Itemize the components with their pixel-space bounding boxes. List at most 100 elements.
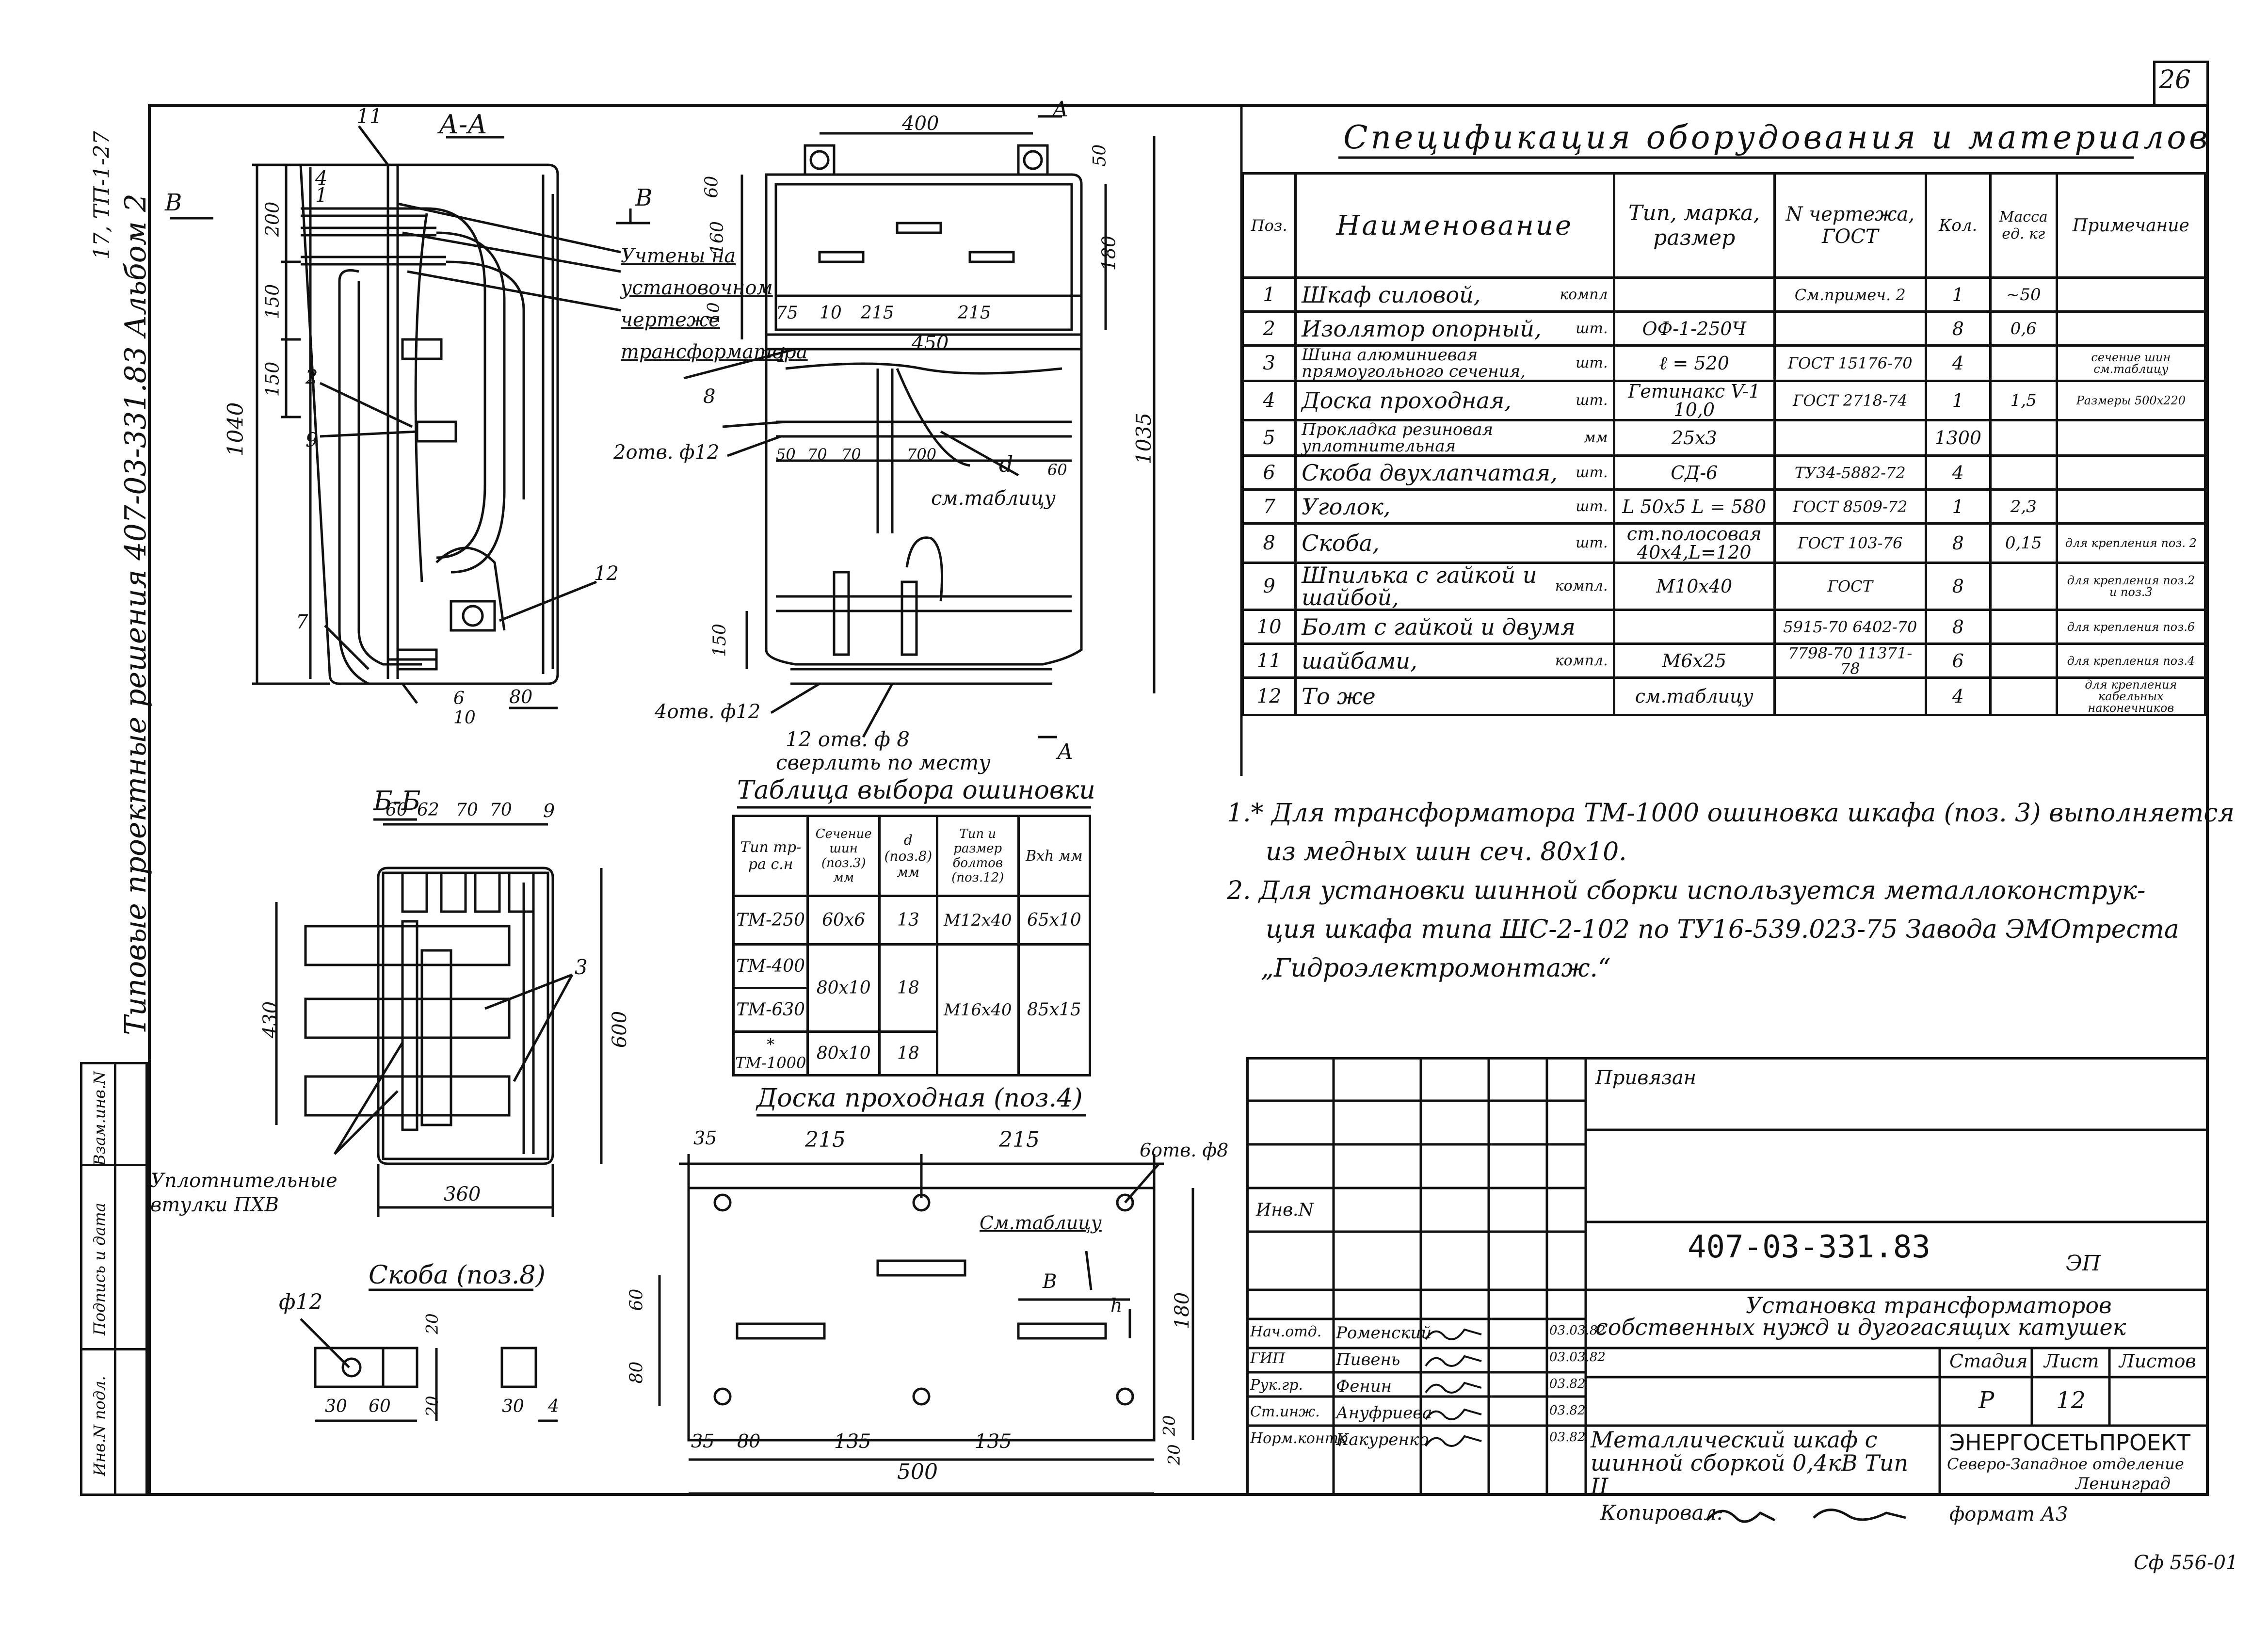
role-date: 03.03.82: [1549, 1350, 1606, 1365]
holes-4: 4отв. ф12: [655, 701, 761, 723]
spec-name: То же: [1294, 676, 1615, 716]
sel-cell: 13: [878, 895, 938, 946]
spec-name: Скоба двухлапчатая,шт.: [1294, 454, 1615, 491]
format-label: формат А3: [1949, 1503, 2068, 1526]
spec-name-text: Шина алюминиевая прямоугольного сечения,: [1302, 345, 1526, 381]
dim: 135: [975, 1430, 1012, 1453]
spec-type: СД-6: [1612, 454, 1776, 491]
dim: 70: [456, 800, 478, 820]
bracket-drawing: [300, 1318, 558, 1422]
section-arrow-a2: А: [1057, 739, 1074, 764]
spec-pos: 3: [1241, 344, 1297, 382]
signature: [1425, 1328, 1482, 1340]
dim: 35: [691, 1430, 715, 1452]
spec-note: [2055, 310, 2207, 347]
spec-note: сечение шин см.таблицу: [2055, 344, 2207, 382]
spec-unit-text: компл.: [1555, 578, 1608, 594]
spec-pos: 11: [1241, 642, 1297, 679]
spec-note: [2055, 419, 2207, 457]
org-branch: Северо-Западное отделение: [1947, 1455, 2184, 1473]
spec-name: Скоба,шт.: [1294, 522, 1615, 564]
spec-pos: 8: [1241, 522, 1297, 564]
role-title: Ст.инж.: [1250, 1403, 1320, 1420]
spec-mass: [1989, 676, 2058, 716]
signature: [1425, 1381, 1482, 1394]
spec-pos: 10: [1241, 609, 1297, 645]
spec-qty: 8: [1924, 609, 1992, 645]
spec-name: шайбами,компл.: [1294, 642, 1615, 679]
role-title: ГИП: [1250, 1350, 1286, 1367]
privyazan-label: Привязан: [1595, 1067, 1697, 1089]
spec-h-pos: Поз.: [1241, 172, 1297, 279]
spec-type: L 50х5 L = 580: [1612, 488, 1776, 525]
signature: [1425, 1435, 1482, 1447]
spec-name-text: Изолятор опорный,: [1302, 315, 1542, 342]
spec-name: Шина алюминиевая прямоугольного сечения,…: [1294, 344, 1615, 382]
spec-name-text: Доска проходная,: [1302, 387, 1512, 414]
spec-name-text: Шкаф силовой,: [1302, 281, 1481, 308]
sel-cell: * ТМ-1000: [732, 1030, 809, 1076]
spec-note: для крепления кабельных наконечников: [2055, 676, 2207, 716]
dim: 450: [912, 332, 949, 354]
dim: 700: [907, 445, 937, 464]
spec-name-text: Скоба двухлапчатая,: [1302, 459, 1558, 486]
callout: 12: [594, 562, 619, 585]
spec-gost: См.примеч. 2: [1773, 276, 1927, 313]
sel-cell: 60х6: [806, 895, 881, 946]
dim: 70: [490, 800, 512, 820]
spec-name-text: Скоба,: [1302, 530, 1380, 556]
section-bb-title: Б-Б: [373, 786, 421, 816]
spec-pos: 6: [1241, 454, 1297, 491]
dim: 30: [325, 1397, 347, 1416]
holes-2: 2отв. ф12: [613, 441, 720, 464]
board-title: Доска проходная (поз.4): [756, 1084, 1083, 1113]
callout: 1: [776, 344, 788, 367]
spec-unit-text: мм: [1583, 429, 1608, 446]
sel-cell: 65х10: [1017, 895, 1092, 946]
dim: 50: [776, 445, 796, 464]
spec-note: для крепления поз.4: [2055, 642, 2207, 679]
spec-pos: 12: [1241, 676, 1297, 716]
dim: 135: [834, 1430, 871, 1453]
spec-unit-text: шт.: [1576, 354, 1608, 371]
spec-type: [1612, 609, 1776, 645]
dim: 30: [502, 1397, 524, 1416]
dim: 80: [737, 1430, 761, 1452]
dim: 60: [1047, 461, 1067, 479]
spec-name: Уголок,шт.: [1294, 488, 1615, 525]
table-row: * ТМ-1000 80х10 18: [732, 1030, 1090, 1076]
note-2c: „Гидроэлектромонтаж.“: [1261, 954, 1611, 983]
callout: 3: [575, 955, 588, 979]
sheets-header: Листов: [2119, 1350, 2196, 1372]
sel-cell: 85х15: [1017, 943, 1092, 1076]
selection-table: Тип тр-ра с.н Сечение шин (поз.3) мм d (…: [732, 815, 1092, 1076]
spec-qty: 1: [1924, 380, 1992, 421]
spec-name-text: Шпилька с гайкой и шайбой,: [1302, 562, 1537, 610]
selection-title: Таблица выбора ошиновки: [737, 776, 1095, 805]
note-1b: из медных шин сеч. 80х10.: [1266, 837, 1627, 867]
spec-gost: ГОСТ 103-76: [1773, 522, 1927, 564]
drawing-frame: [148, 104, 2209, 1496]
spec-pos: 5: [1241, 419, 1297, 457]
spec-note: для крепления поз. 2: [2055, 522, 2207, 564]
spec-qty: 4: [1924, 344, 1992, 382]
dim: 215: [805, 1127, 846, 1152]
spec-mass: 2,3: [1989, 488, 2058, 525]
spec-gost: 7798-70 11371-78: [1773, 642, 1927, 679]
spec-note: для крепления поз.2 и поз.3: [2055, 562, 2207, 611]
bracket-title: Скоба (поз.8): [369, 1261, 546, 1290]
spec-mass: [1989, 609, 2058, 645]
board-drawing: [658, 1154, 1194, 1495]
spec-gost: [1773, 419, 1927, 457]
spec-note: [2055, 276, 2207, 313]
dim: 215: [999, 1127, 1040, 1152]
drill-note: сверлить по месту: [776, 751, 991, 774]
callout: 8: [703, 385, 716, 408]
